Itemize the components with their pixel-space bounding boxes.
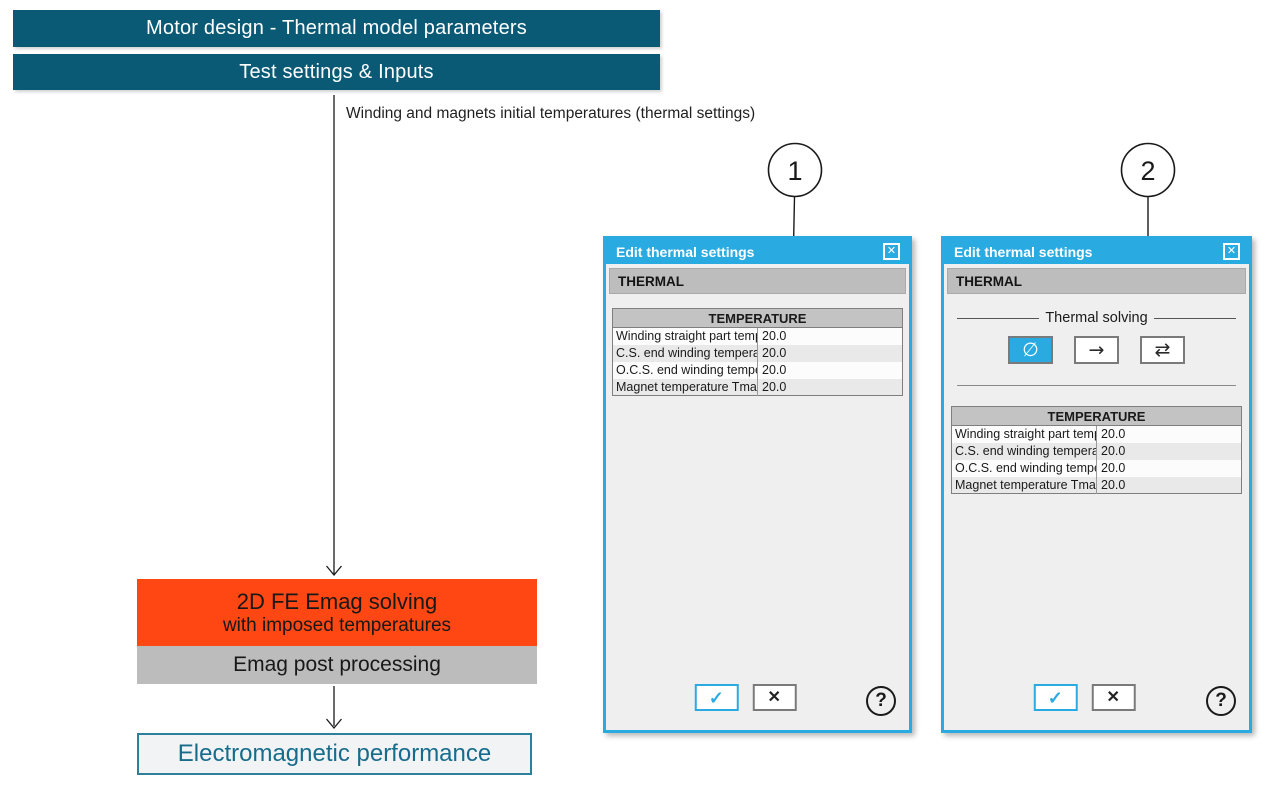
temperature-table: TEMPERATURE Winding straight part temper…: [951, 406, 1242, 494]
callout-2-circle: [1120, 142, 1176, 198]
row-label: O.C.S. end winding temperature (°C): [955, 461, 1097, 475]
group-line: [1153, 317, 1236, 319]
check-icon: ✓: [1047, 687, 1063, 708]
check-icon: ✓: [708, 687, 724, 708]
help-button[interactable]: ?: [1206, 686, 1236, 716]
thermal-solving-group: Thermal solving: [957, 310, 1236, 326]
row-value-field[interactable]: 20.0: [757, 378, 903, 396]
x-icon: ✕: [1106, 688, 1120, 706]
dialog-1-titlebar[interactable]: Edit thermal settings ✕: [606, 239, 909, 264]
temperature-table: TEMPERATURE Winding straight part temper…: [612, 308, 903, 396]
table-row: Magnet temperature Tmag (°C) 20.0: [612, 378, 903, 396]
table-row: O.C.S. end winding temperature (°C) 20.0: [952, 459, 1242, 477]
banner-test-settings-label: Test settings & Inputs: [239, 60, 434, 83]
callout-1-circle: [767, 142, 823, 198]
dialog-1-title: Edit thermal settings: [616, 243, 755, 260]
thermal-solving-options: ∅ → ⇄: [947, 336, 1246, 364]
row-value-field[interactable]: 20.0: [1096, 459, 1242, 477]
one-way-arrow-icon: →: [1088, 339, 1105, 361]
thermal-solving-label: Thermal solving: [1045, 310, 1148, 326]
row-value-field[interactable]: 20.0: [1096, 476, 1242, 494]
no-solving-icon: ∅: [1022, 339, 1039, 361]
row-label: Winding straight part temperature (°C): [955, 427, 1097, 442]
edit-thermal-settings-dialog-1: Edit thermal settings ✕ THERMAL TEMPERAT…: [603, 236, 912, 733]
help-button[interactable]: ?: [866, 686, 896, 716]
table-row: C.S. end winding temperature (°C) 20.0: [612, 344, 903, 362]
banner-test-settings: Test settings & Inputs: [13, 54, 660, 90]
table-row: Magnet temperature Tmag (°C) 20.0: [951, 476, 1242, 494]
temperature-table-title: TEMPERATURE: [951, 406, 1242, 426]
table-row: O.C.S. end winding temperature (°C) 20.0: [613, 361, 903, 379]
dialog-2-titlebar[interactable]: Edit thermal settings ✕: [944, 239, 1249, 264]
dialog-2-title: Edit thermal settings: [954, 243, 1093, 260]
emag-post-processing-label: Emag post processing: [233, 653, 441, 676]
question-icon: ?: [1215, 690, 1227, 711]
row-value-field[interactable]: 20.0: [757, 327, 903, 345]
dialog-2-footer: ✓ ✕ ?: [944, 684, 1249, 716]
solving-one-way-button[interactable]: →: [1074, 336, 1119, 364]
table-row: Winding straight part temperature (°C) 2…: [952, 425, 1242, 443]
solving-none-button[interactable]: ∅: [1008, 336, 1053, 364]
dialog-2-body: THERMAL Thermal solving ∅ → ⇄: [944, 264, 1249, 730]
row-value-field[interactable]: 20.0: [757, 361, 903, 379]
electromagnetic-performance-label: Electromagnetic performance: [177, 740, 492, 767]
cancel-button[interactable]: ✕: [752, 684, 797, 711]
dialog-1-footer: ✓ ✕ ?: [606, 684, 909, 716]
flow-arrowhead-icon: [326, 565, 342, 577]
ok-button[interactable]: ✓: [694, 684, 739, 711]
banner-motor-design: Motor design - Thermal model parameters: [13, 10, 660, 47]
table-row: Winding straight part temperature (°C) 2…: [613, 327, 903, 345]
callout-1-number: 1: [787, 156, 802, 186]
temperature-table-title: TEMPERATURE: [612, 308, 903, 328]
dialog-1-body: THERMAL TEMPERATURE Winding straight par…: [606, 264, 909, 730]
row-label: Magnet temperature Tmag (°C): [951, 476, 1097, 494]
row-value-field[interactable]: 20.0: [757, 344, 903, 362]
callout-2-number: 2: [1140, 156, 1155, 186]
thermal-section-header: THERMAL: [609, 268, 906, 294]
x-icon: ✕: [767, 688, 781, 706]
ok-button[interactable]: ✓: [1033, 684, 1078, 711]
table-row: C.S. end winding temperature (°C) 20.0: [951, 442, 1242, 460]
cancel-button[interactable]: ✕: [1091, 684, 1136, 711]
emag-solving-box: 2D FE Emag solving with imposed temperat…: [137, 579, 537, 646]
row-label: C.S. end winding temperature (°C): [612, 344, 758, 362]
electromagnetic-performance-box: Electromagnetic performance: [137, 733, 532, 775]
close-icon[interactable]: ✕: [883, 243, 900, 260]
row-value-field[interactable]: 20.0: [1096, 442, 1242, 460]
emag-solving-line2: with imposed temperatures: [222, 614, 452, 636]
banner-motor-design-label: Motor design - Thermal model parameters: [146, 17, 527, 39]
row-label: Winding straight part temperature (°C): [616, 329, 758, 344]
row-label: Magnet temperature Tmag (°C): [612, 378, 758, 396]
row-value-field[interactable]: 20.0: [1096, 425, 1242, 443]
row-label: C.S. end winding temperature (°C): [951, 442, 1097, 460]
solving-two-way-button[interactable]: ⇄: [1140, 336, 1185, 364]
row-label: O.C.S. end winding temperature (°C): [616, 363, 758, 377]
thermal-section-header: THERMAL: [947, 268, 1246, 294]
question-icon: ?: [875, 690, 887, 711]
edit-thermal-settings-dialog-2: Edit thermal settings ✕ THERMAL Thermal …: [941, 236, 1252, 733]
emag-solving-line1: 2D FE Emag solving: [236, 588, 438, 614]
flow-arrow-label: Winding and magnets initial temperatures…: [346, 105, 756, 122]
result-arrowhead-icon: [326, 718, 342, 730]
close-icon[interactable]: ✕: [1223, 243, 1240, 260]
emag-post-processing-box: Emag post processing: [137, 646, 537, 684]
group-line: [957, 317, 1040, 319]
separator: [957, 385, 1236, 386]
two-way-arrows-icon: ⇄: [1154, 339, 1171, 361]
